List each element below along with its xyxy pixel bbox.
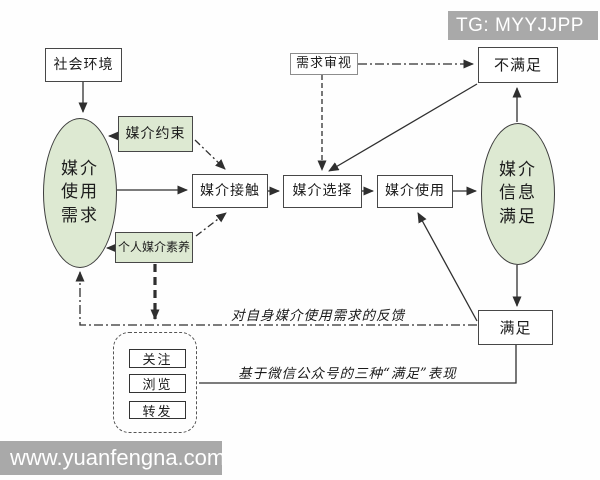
node-unsatisfied: 不满足	[478, 47, 558, 83]
behavior-group-container: 关注 浏览 转发	[113, 332, 197, 433]
telegram-badge: TG: MYYJJPP	[448, 11, 598, 40]
edge-unsatisfied-to-selection	[328, 83, 478, 172]
node-follow: 关注	[129, 349, 186, 368]
edge-constraint-to-contact	[194, 139, 226, 170]
edge-satisfied-to-use	[417, 212, 478, 322]
node-media-selection: 媒介选择	[283, 175, 362, 208]
node-media-constraint: 媒介约束	[118, 116, 193, 152]
node-need-review: 需求审视	[290, 53, 358, 75]
node-satisfied: 满足	[478, 310, 553, 345]
node-personal-media-literacy: 个人媒介素养	[115, 232, 193, 263]
node-media-contact: 媒介接触	[192, 174, 268, 208]
edge-satisfied-feedback-to-need	[75, 271, 477, 326]
watermark-url: www.yuanfengna.com	[0, 441, 225, 475]
node-media-info-satisfaction: 媒介 信息 满足	[481, 123, 555, 265]
node-media-use: 媒介使用	[377, 175, 453, 208]
edge-literacy-to-contact	[195, 212, 227, 237]
node-social-environment: 社会环境	[45, 48, 122, 82]
annotation-feedback: 对自身媒介使用需求的反馈	[231, 308, 405, 324]
node-media-use-need: 媒介 使用 需求	[43, 118, 117, 268]
node-browse: 浏览	[129, 374, 186, 393]
edge-satisfied-to-behaviors	[199, 345, 517, 384]
annotation-three-satisfaction: 基于微信公众号的三种“满足”表现	[238, 366, 457, 382]
node-repost: 转发	[129, 401, 186, 420]
